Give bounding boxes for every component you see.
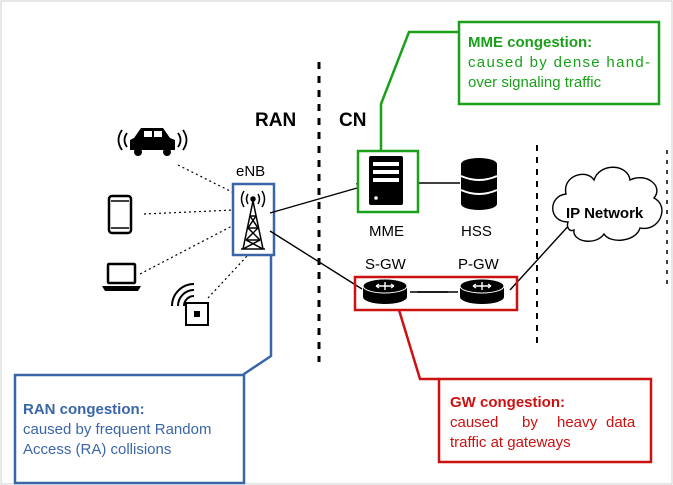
gw-callout-word2: by [522,414,538,431]
core-links [269,182,573,293]
gw-callout-box [437,377,653,464]
enb-mme-link [269,185,365,214]
enb-label: eNB [236,163,265,180]
gw-highlight-box [353,275,519,312]
car-link [177,164,239,196]
phone-link [143,209,235,215]
device-links [139,164,249,299]
cloud-icon [552,166,663,242]
enb-sgw-link [269,230,363,290]
ran-callout-title: RAN congestion: [23,401,145,418]
mme-callout-box [457,20,661,106]
gw-callout-line2: traffic at gateways [450,434,571,451]
sensor-link [207,254,249,299]
database-icon [460,158,498,210]
smartphone-icon [107,194,133,235]
ran-label: RAN [255,110,296,131]
laptop-icon [102,262,141,291]
ran-callout-box [13,373,246,485]
ran-callout-line2: Access (RA) collisions [23,441,171,458]
mme-callout-line2: over signaling traffic [468,74,602,91]
gw-callout-title: GW congestion: [450,394,565,411]
ran-callout-connector [242,255,273,376]
mme-callout-connector [379,30,460,151]
ip-network-label: IP Network [566,205,644,222]
gw-callout-line1: caused by heavy data [450,414,636,431]
ran-callout-line1: caused by frequent Random [23,421,211,438]
pgw-label: P-GW [458,256,500,273]
gw-callout-word3: heavy [557,414,598,431]
cn-label: CN [339,110,366,131]
server-icon [369,156,403,205]
sensor-icon [171,283,209,326]
mme-label: MME [369,223,404,240]
gw-callout-connector [397,309,440,381]
sgw-label: S-GW [365,256,407,273]
antenna-tower-icon [240,190,266,250]
sgw-router-icon [362,278,408,304]
gw-callout-word4: data [606,414,636,431]
laptop-link [139,224,235,275]
mme-callout-line1: caused by dense hand- [468,54,650,71]
gw-callout-word1: caused [450,414,498,431]
mme-callout-title: MME congestion: [468,34,592,51]
car-icon [117,128,188,156]
pgw-router-icon [459,278,505,304]
pgw-ipnet-link [509,221,573,291]
hss-label: HSS [461,223,492,240]
